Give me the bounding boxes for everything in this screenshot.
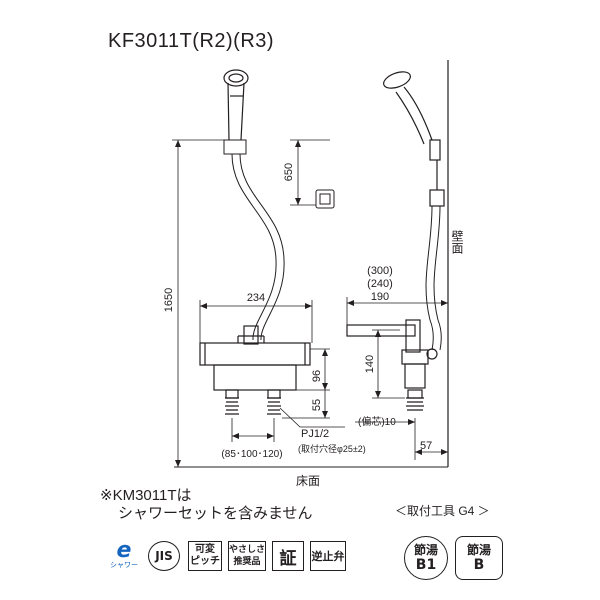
shower-hose-side bbox=[425, 205, 434, 351]
side-view bbox=[346, 60, 449, 467]
eco-product-badge: やさしさ 推奨品 bbox=[228, 541, 266, 571]
eco-shower-logo-icon: e bbox=[116, 538, 132, 563]
jis-badge: JIS bbox=[148, 541, 180, 571]
eco-shower-text: シャワー bbox=[110, 561, 138, 569]
dim-55: 55 bbox=[311, 399, 323, 411]
variable-pitch-text-1: 可変 bbox=[195, 544, 215, 555]
dim-pitch: (85･100･120) bbox=[221, 449, 282, 460]
dimension-labels: 650 1650 234 (300) (240) 190 96 140 55 P… bbox=[163, 163, 432, 488]
dim-offset: (偏芯)10 bbox=[358, 415, 396, 428]
shower-head-side bbox=[383, 71, 445, 207]
mixer-body-front bbox=[199, 325, 311, 415]
shower-hose-front bbox=[231, 153, 277, 341]
eco-product-text-2: 推奨品 bbox=[233, 557, 261, 567]
variable-pitch-badge: 可変 ピッチ bbox=[188, 541, 222, 571]
front-view bbox=[172, 69, 448, 468]
eco-shower-badge: e シャワー bbox=[105, 539, 143, 573]
side-arrowheads bbox=[347, 300, 448, 455]
water-saving-b-badge: 節湯 B bbox=[455, 536, 503, 580]
water-saving-b1-text: 節湯 bbox=[413, 543, 438, 557]
jis-text: JIS bbox=[155, 549, 173, 563]
water-saving-b1-badge: 節湯 B1 bbox=[404, 536, 448, 580]
wall-label: 壁面 bbox=[450, 229, 464, 254]
tool-note: ＜取付工具 G4 ＞ bbox=[395, 504, 490, 518]
dim-140: 140 bbox=[364, 355, 376, 373]
shower-head-front bbox=[223, 69, 249, 141]
shower-holder-front bbox=[223, 139, 247, 155]
note-line-1: ※KM3011Tは bbox=[100, 487, 192, 504]
certified-text: 証 bbox=[279, 548, 297, 569]
dim-650: 650 bbox=[283, 163, 295, 181]
side-dimension-lines bbox=[346, 297, 448, 460]
wall-hanger-front bbox=[315, 189, 335, 209]
front-dimension-lines bbox=[172, 139, 448, 468]
water-saving-b-grade: B bbox=[473, 557, 485, 573]
dim-1650: 1650 bbox=[163, 288, 175, 312]
floor-label: 床面 bbox=[296, 474, 320, 488]
dim-mount-hole: (取付穴径φ25±2) bbox=[298, 443, 366, 454]
mixer-body-side bbox=[346, 319, 438, 411]
dim-96: 96 bbox=[311, 370, 323, 382]
water-saving-b1-grade: B1 bbox=[415, 557, 437, 573]
check-valve-text: 逆止弁 bbox=[311, 550, 345, 563]
water-saving-b-text: 節湯 bbox=[466, 543, 491, 557]
dim-240: (240) bbox=[367, 278, 393, 290]
dim-190: 190 bbox=[371, 291, 389, 303]
front-arrowheads bbox=[175, 140, 328, 467]
model-title: KF3011T(R2)(R3) bbox=[108, 30, 275, 52]
dim-300: (300) bbox=[367, 265, 393, 277]
dim-234: 234 bbox=[247, 292, 265, 304]
dim-pj: PJ1/2 bbox=[301, 428, 329, 440]
dim-57: 57 bbox=[420, 440, 432, 452]
eco-product-text-1: やさしさ bbox=[229, 545, 266, 555]
check-valve-badge: 逆止弁 bbox=[310, 541, 346, 571]
variable-pitch-text-2: ピッチ bbox=[190, 556, 220, 567]
note-line-2: シャワーセットを含みません bbox=[118, 505, 313, 522]
certified-badge: 証 bbox=[272, 541, 304, 571]
